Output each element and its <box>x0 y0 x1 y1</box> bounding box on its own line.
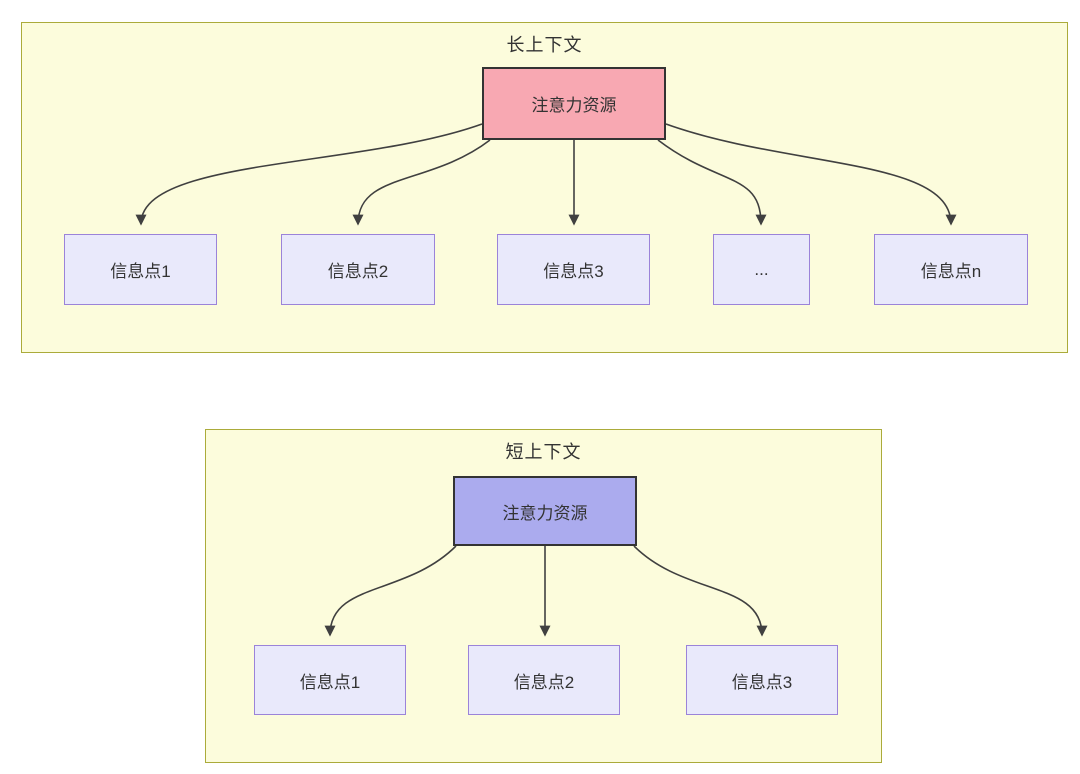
info-node: 信息点1 <box>254 645 406 715</box>
info-node-ellipsis: ... <box>713 234 810 305</box>
info-node: 信息点2 <box>281 234 435 305</box>
panel-short-context-title: 短上下文 <box>505 442 582 462</box>
info-node: 信息点2 <box>468 645 620 715</box>
info-node: 信息点3 <box>686 645 838 715</box>
info-node: 信息点n <box>874 234 1028 305</box>
attention-resource-node-long: 注意力资源 <box>482 67 666 140</box>
info-node: 信息点3 <box>497 234 650 305</box>
panel-long-context-title: 长上下文 <box>506 35 583 55</box>
attention-resource-node-short: 注意力资源 <box>453 476 637 546</box>
info-node: 信息点1 <box>64 234 217 305</box>
